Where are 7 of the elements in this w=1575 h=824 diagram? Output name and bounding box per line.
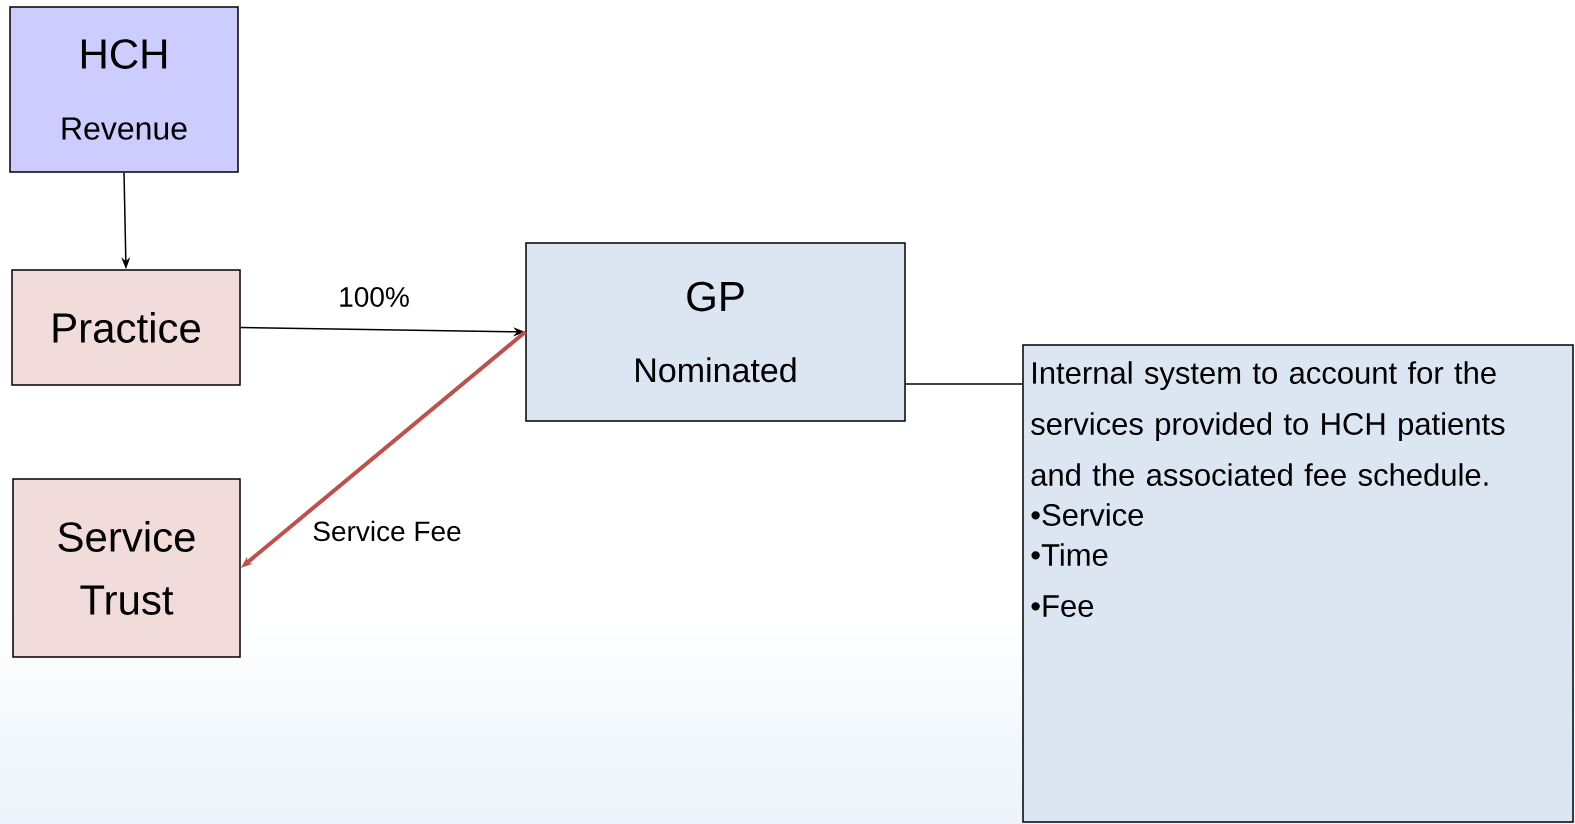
process-box: HCH Revenue <box>9 6 239 173</box>
note-box: Internal system to account for the services provided to HCH patients and the associated fee schedule. •Service •Time •Fee <box>1022 344 1574 823</box>
process-box: Practice <box>11 269 241 386</box>
edge-label: 100% <box>340 287 409 307</box>
process-box: Service Trust <box>12 478 241 658</box>
edge-label: Service Fee <box>313 520 461 542</box>
process-box: GP Nominated <box>525 242 906 422</box>
